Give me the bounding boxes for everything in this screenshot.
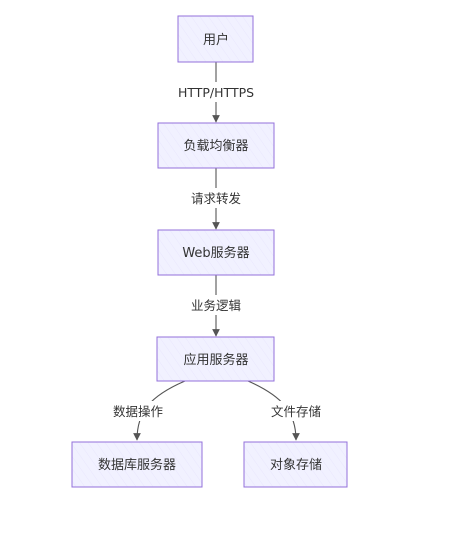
node-app-server[interactable]: 应用服务器 (156, 336, 275, 382)
edge-label-data-operations: 数据操作 (113, 404, 164, 419)
node-user[interactable]: 用户 (177, 15, 254, 63)
node-object-storage[interactable]: 对象存储 (243, 441, 348, 488)
node-label-db-server: 数据库服务器 (98, 457, 176, 473)
edge-label-request-forward: 请求转发 (191, 191, 242, 206)
node-db-server[interactable]: 数据库服务器 (71, 441, 203, 488)
node-label-object-storage: 对象存储 (270, 458, 322, 473)
edge-label-business-logic: 业务逻辑 (191, 298, 241, 313)
edge-label-file-storage: 文件存储 (271, 404, 321, 419)
node-load-balancer[interactable]: 负载均衡器 (157, 122, 275, 169)
node-label-app-server: 应用服务器 (183, 352, 248, 368)
edge-label-http-https: HTTP/HTTPS (178, 85, 254, 100)
node-label-load-balancer: 负载均衡器 (183, 139, 248, 154)
node-label-web-server: Web服务器 (182, 245, 249, 261)
node-label-user: 用户 (203, 32, 229, 48)
node-web-server[interactable]: Web服务器 (157, 229, 275, 276)
